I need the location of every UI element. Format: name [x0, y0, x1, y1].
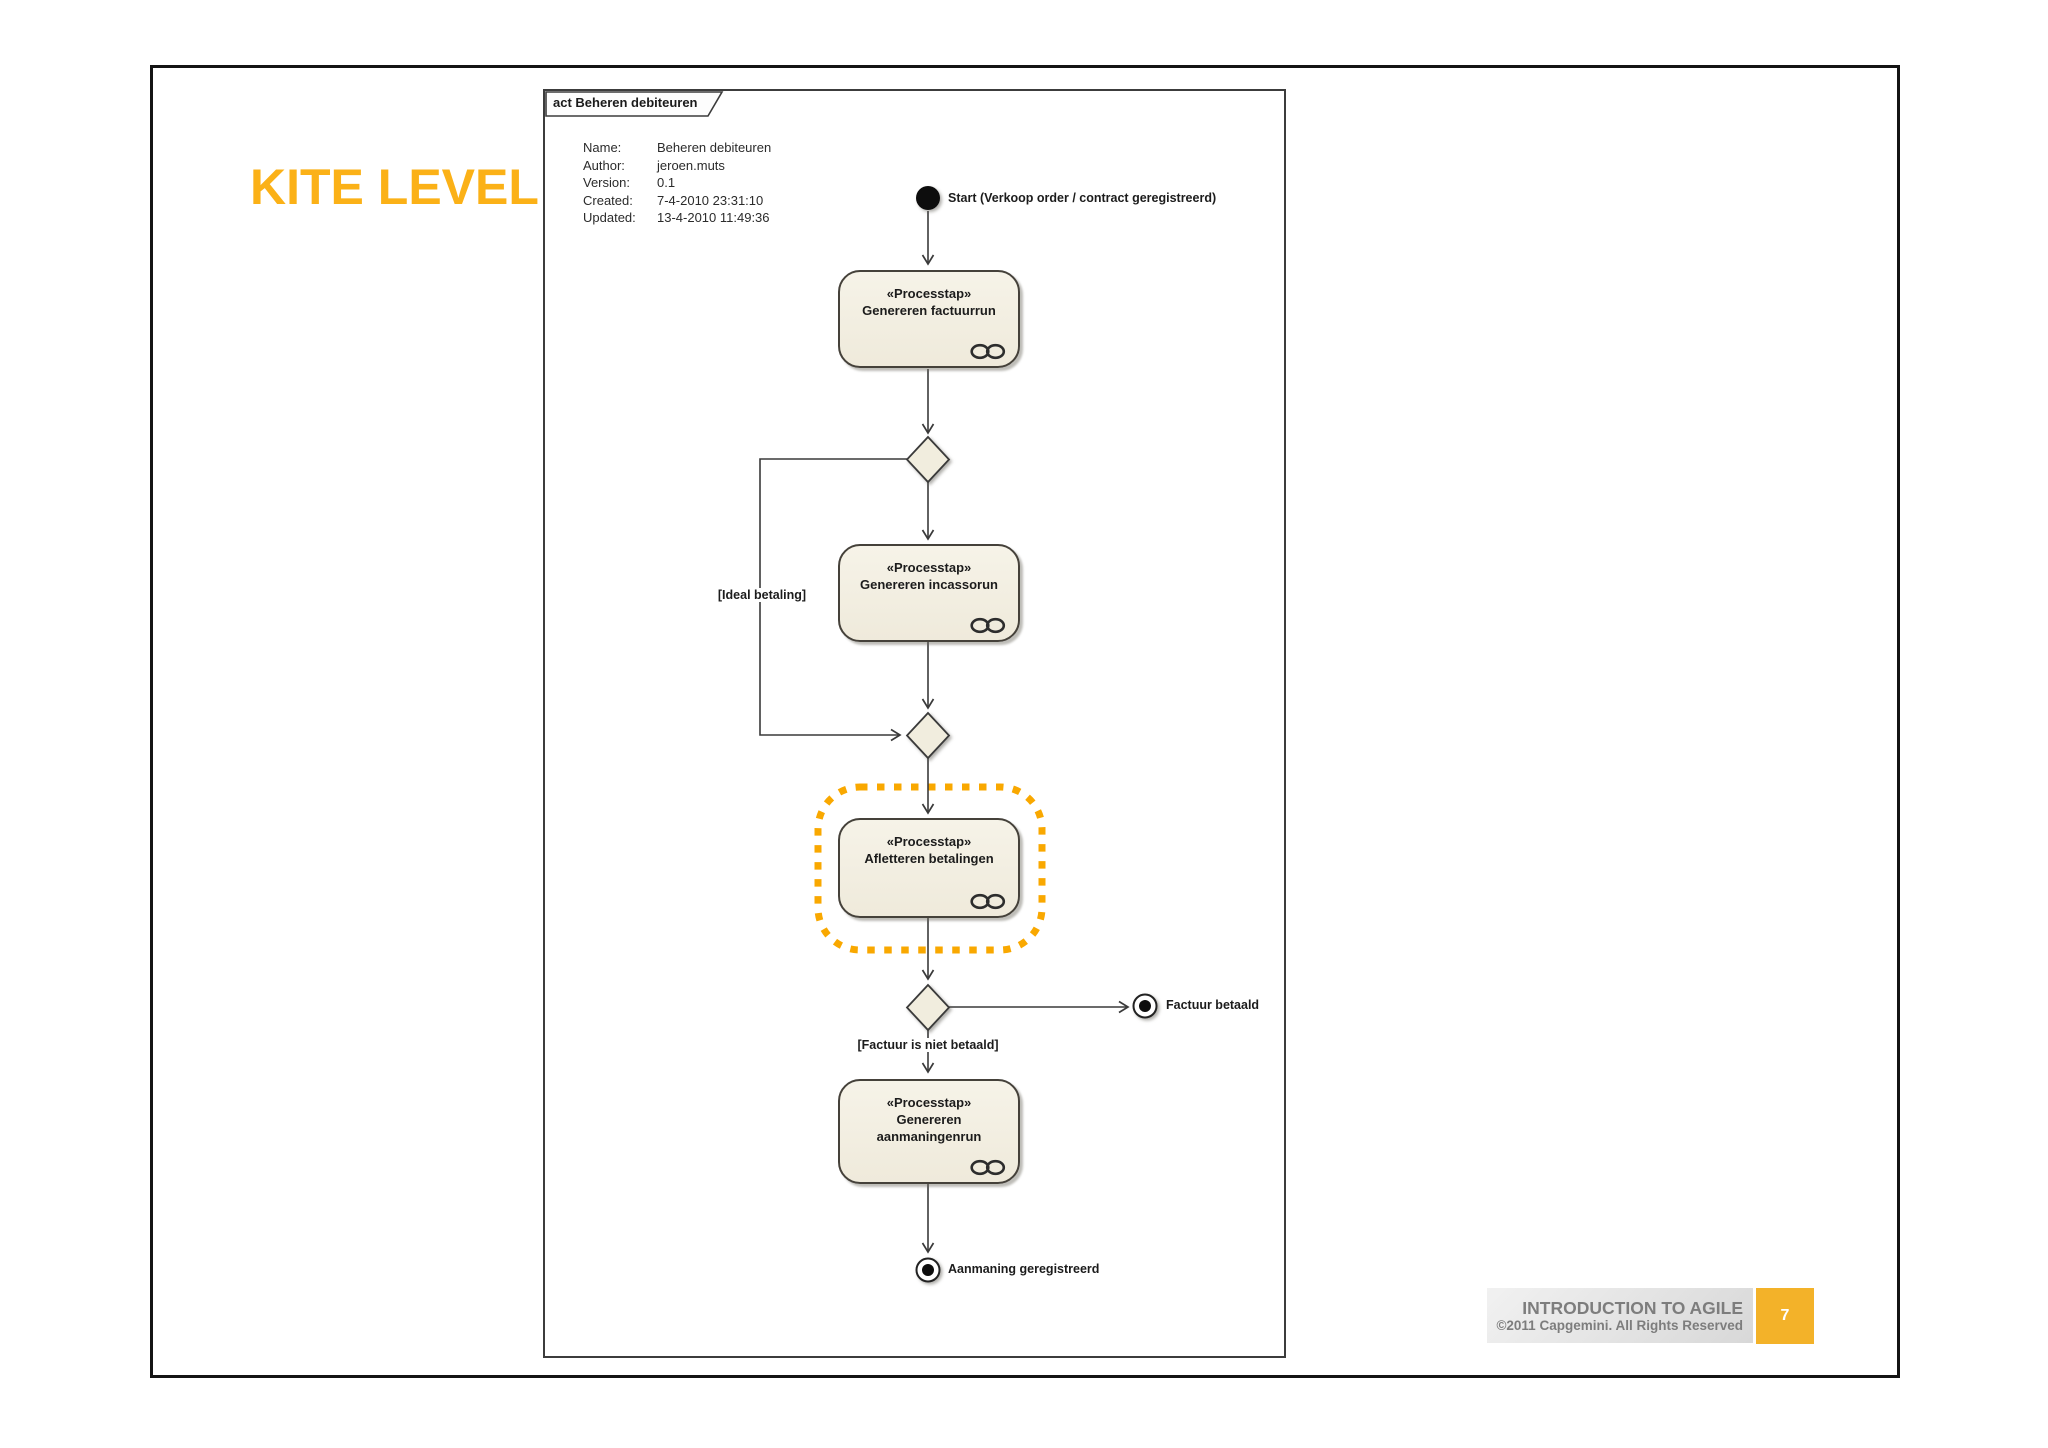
metadata-value: Beheren debiteuren — [657, 140, 772, 155]
initial-node — [916, 186, 940, 210]
step-name: Afletteren betalingen — [864, 851, 994, 866]
composite-activity-icon — [970, 617, 1006, 634]
frame-tab-shape — [545, 91, 724, 117]
activity-diagram-canvas — [545, 91, 1158, 1283]
final-node-label-factuur-betaald: Factuur betaald — [1166, 998, 1260, 1012]
metadata-row: Author: jeroen.muts — [583, 157, 771, 175]
process-step-afletteren-betalingen: «Processtap» Afletteren betalingen — [838, 818, 1020, 918]
decision-diamond-1 — [905, 435, 951, 484]
footer-copyright: ©2011 Capgemini. All Rights Reserved — [1496, 1317, 1743, 1333]
metadata-label: Created: — [583, 192, 633, 208]
decision-diamond-2 — [905, 983, 951, 1032]
start-node-label: Start (Verkoop order / contract geregist… — [948, 191, 1217, 205]
step-stereotype: «Processtap» — [886, 1095, 972, 1110]
process-step-genereren-factuurrun: «Processtap» Genereren factuurrun — [838, 270, 1020, 368]
diagram-metadata: Name: Beheren debiteuren Author: jeroen.… — [583, 139, 771, 227]
metadata-row: Version: 0.1 — [583, 174, 771, 192]
guard-ideal-betaling: [Ideal betaling] — [713, 588, 811, 602]
slide-title: KITE LEVEL — [250, 159, 539, 215]
final-node-factuur-betaald — [1132, 993, 1158, 1019]
metadata-value: jeroen.muts — [657, 157, 725, 173]
page-number-badge: 7 — [1756, 1288, 1814, 1344]
metadata-label: Updated: — [583, 210, 636, 225]
step-stereotype: «Processtap» — [886, 834, 972, 849]
process-step-genereren-incassorun: «Processtap» Genereren incassorun — [838, 544, 1020, 642]
metadata-value: 13-4-2010 11:49:36 — [657, 210, 770, 225]
step-name: Genereren aanmaningenrun — [876, 1112, 982, 1144]
composite-activity-icon — [970, 1159, 1006, 1176]
metadata-row: Name: Beheren debiteuren — [583, 139, 771, 157]
merge-diamond — [905, 711, 951, 760]
guard-factuur-niet-betaald: [Factuur is niet betaald] — [849, 1038, 1007, 1052]
footer-presentation-title: INTRODUCTION TO AGILE — [1522, 1297, 1743, 1318]
metadata-row: Created: 7-4-2010 23:31:10 — [583, 192, 771, 210]
composite-activity-icon — [970, 893, 1006, 910]
step-name: Genereren factuurrun — [862, 303, 996, 318]
frame-tab-label: act Beheren debiteuren — [553, 95, 698, 110]
step-name: Genereren incassorun — [860, 577, 998, 592]
process-step-genereren-aanmaningenrun: «Processtap» Genereren aanmaningenrun — [838, 1079, 1020, 1184]
final-node-aanmaning — [915, 1257, 941, 1283]
final-node-label-aanmaning: Aanmaning geregistreerd — [948, 1262, 1100, 1276]
step-stereotype: «Processtap» — [886, 560, 972, 575]
metadata-row: Updated: 13-4-2010 11:49:36 — [583, 209, 771, 227]
metadata-label: Name: — [583, 140, 622, 155]
metadata-label: Version: — [583, 175, 630, 190]
metadata-value: 7-4-2010 23:31:10 — [657, 192, 764, 208]
metadata-value: 0.1 — [657, 175, 676, 190]
highlight-dotted-border — [814, 783, 1046, 954]
step-stereotype: «Processtap» — [886, 286, 972, 301]
composite-activity-icon — [970, 343, 1006, 360]
metadata-label: Author: — [583, 157, 625, 173]
footer-bar: INTRODUCTION TO AGILE ©2011 Capgemini. A… — [1487, 1288, 1753, 1343]
uml-activity-frame: act Beheren debiteuren — [543, 89, 1286, 1358]
